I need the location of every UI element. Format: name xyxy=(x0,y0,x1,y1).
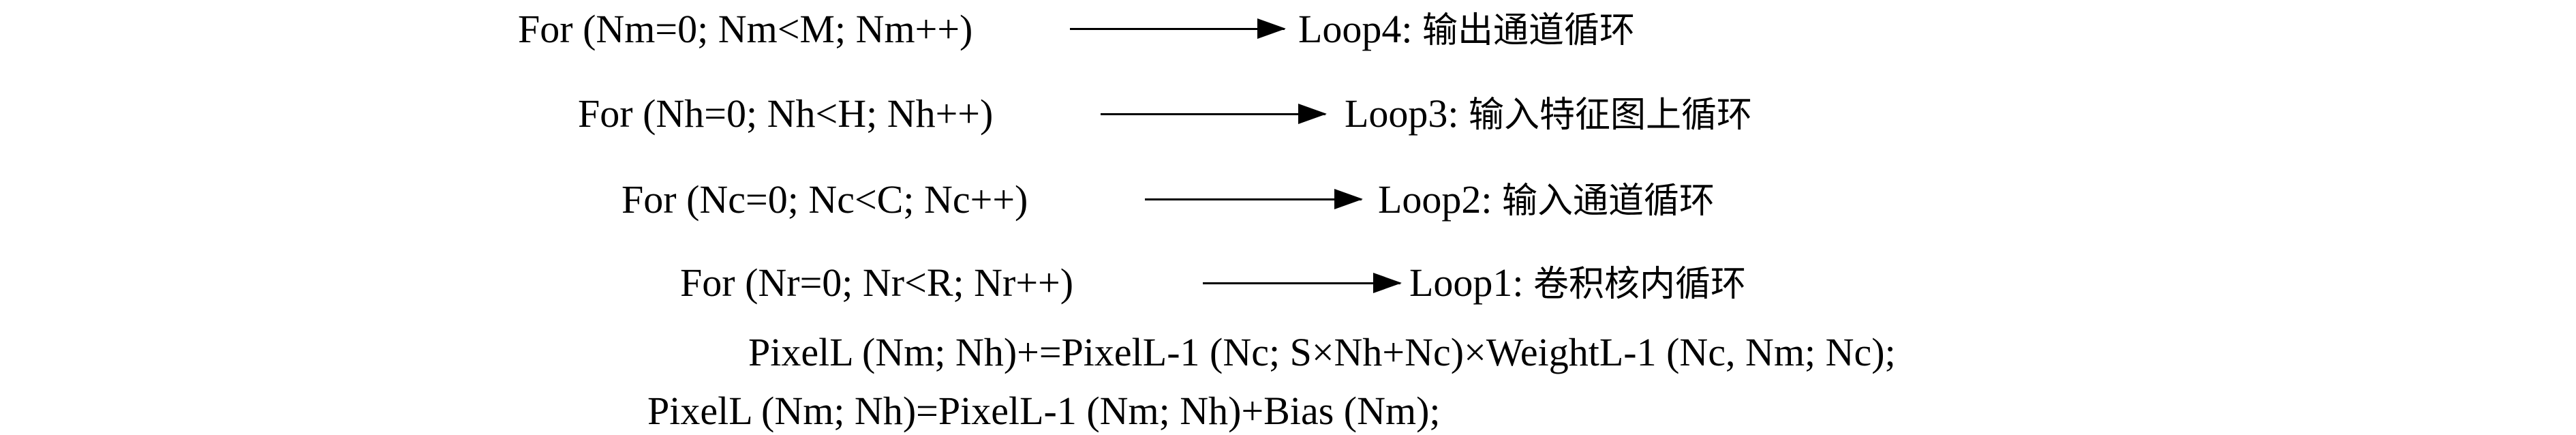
loop1-label-prefix: Loop1: xyxy=(1409,260,1534,305)
loop2-arrow xyxy=(1145,189,1363,209)
loop2-label-cn: 输入通道循环 xyxy=(1502,181,1715,222)
loop1-arrow xyxy=(1203,273,1402,293)
loop3-label: Loop3: 输入特征图上循环 xyxy=(1345,94,1752,134)
loop2-label: Loop2: 输入通道循环 xyxy=(1378,180,1715,220)
loop4-label-cn: 输出通道循环 xyxy=(1422,10,1636,51)
loop3-label-prefix: Loop3: xyxy=(1345,91,1469,136)
loop2-label-prefix: Loop2: xyxy=(1378,177,1503,222)
loop3-label-cn: 输入特征图上循环 xyxy=(1469,95,1753,136)
loop1-label: Loop1: 卷积核内循环 xyxy=(1409,263,1746,303)
loop4-label: Loop4: 输出通道循环 xyxy=(1298,10,1635,49)
accumulate-statement: PixelL (Nm; Nh)+=PixelL-1 (Nc; S×Nh+Nc)×… xyxy=(748,330,1896,374)
loop3-arrow xyxy=(1101,104,1327,124)
bias-statement: PixelL (Nm; Nh)=PixelL-1 (Nm; Nh)+Bias (… xyxy=(647,389,1441,433)
loop4-label-prefix: Loop4: xyxy=(1298,7,1423,51)
loop1-label-cn: 卷积核内循环 xyxy=(1533,264,1747,305)
loop2-code: For (Nc=0; Nc<C; Nc++) xyxy=(622,177,1028,222)
loop3-code: For (Nh=0; Nh<H; Nh++) xyxy=(578,91,994,136)
loop4-arrow xyxy=(1070,18,1286,39)
loop1-code: For (Nr=0; Nr<R; Nr++) xyxy=(680,260,1074,305)
loop4-code: For (Nm=0; Nm<M; Nm++) xyxy=(518,7,973,51)
